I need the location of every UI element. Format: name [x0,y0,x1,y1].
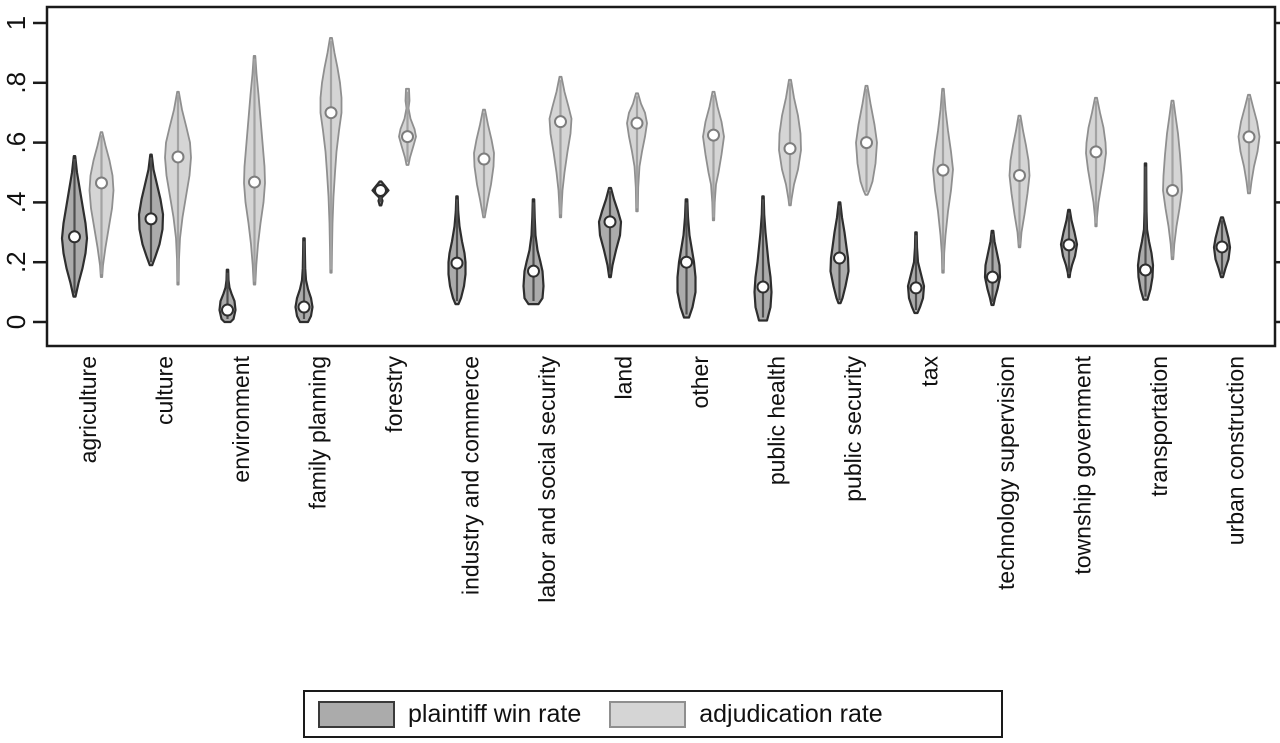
violin-plaintiff-win-rate-township-government [1059,208,1079,279]
violin-adjudication-rate-other [702,90,725,222]
median-marker [68,230,81,244]
violin-plaintiff-win-rate-urban-construction [1212,216,1232,279]
median-marker [783,142,797,156]
median-marker [936,163,950,177]
legend-swatch-adjudication-rate [609,700,687,728]
median-marker [248,175,261,189]
median-marker [909,281,923,295]
x-axis-label-township-government: township government [1070,355,1096,574]
y-axis-tick-label: 0 [1,315,31,329]
median-marker [833,251,846,265]
legend: plaintiff win rate adjudication rate [303,690,1003,738]
median-marker [1215,240,1229,254]
median-marker [756,280,770,294]
median-marker [221,303,234,317]
y-axis-tick-label: .4 [1,192,31,214]
violin-adjudication-rate-environment [243,55,266,286]
violin-plaintiff-win-rate-labor-and-social-security [522,198,545,306]
legend-swatch-plaintiff-win-rate [318,700,395,728]
median-marker [1242,130,1256,144]
median-marker [603,215,617,229]
median-marker [477,152,491,166]
median-marker [1062,238,1076,252]
violin-adjudication-rate-township-government [1085,96,1107,228]
median-marker [986,270,999,284]
x-axis-label-labor-and-social-security: labor and social security [534,356,560,603]
x-axis-label-tax: tax [917,356,943,387]
median-marker [1166,183,1179,197]
x-axis-label-industry-and-commerce: industry and commerce [458,356,484,595]
median-marker [95,176,108,190]
median-marker [401,130,414,144]
median-marker [374,183,387,197]
violin-adjudication-rate-industry-and-commerce [473,108,495,219]
x-axis-label-culture: culture [152,356,178,425]
x-axis-label-family-planning: family planning [305,356,331,509]
violin-plaintiff-win-rate-land [597,186,623,279]
violin-plaintiff-win-rate-tax [906,231,926,315]
median-marker [1013,168,1026,182]
x-axis-label-forestry: forestry [381,356,407,433]
violin-plaintiff-win-rate-transportation [1136,162,1155,301]
median-marker [1139,263,1152,277]
median-marker [680,255,693,269]
median-marker [527,264,540,278]
violin-plaintiff-win-rate-technology-supervision [983,229,1002,307]
x-axis-label-environment: environment [228,355,254,482]
violin-adjudication-rate-family-planning [319,37,343,274]
median-marker [297,300,311,314]
x-axis-label-other: other [687,356,713,409]
violin-adjudication-rate-agriculture [88,131,115,279]
y-axis-tick-label: .6 [1,132,31,154]
x-axis-label-agriculture: agriculture [75,356,101,463]
violin-adjudication-rate-technology-supervision [1008,114,1031,249]
legend-label-adjudication-rate: adjudication rate [699,699,883,728]
plot-border [45,5,1277,348]
x-axis-label-land: land [611,356,637,399]
violin-adjudication-rate-public-health [778,78,802,207]
median-marker [171,150,185,164]
x-axis-label-technology-supervision: technology supervision [993,356,1019,590]
x-axis-label-public-security: public security [840,356,866,502]
median-marker [1089,145,1103,159]
violin-plaintiff-win-rate-forestry [371,180,390,207]
violin-plaintiff-win-rate-public-health [753,195,773,322]
y-axis-tick-label: .8 [1,72,31,94]
violin-adjudication-rate-forestry [398,87,417,166]
violin-plaintiff-win-rate-industry-and-commerce [447,195,467,306]
y-axis-tick-label: .2 [1,251,31,273]
violin-plaintiff-win-rate-environment [218,268,237,324]
violin-plaintiff-win-rate-other [676,198,697,319]
violin-adjudication-rate-transportation [1162,99,1183,261]
violin-adjudication-rate-labor-and-social-security [548,75,573,219]
legend-label-plaintiff-win-rate: plaintiff win rate [408,699,582,728]
violin-adjudication-rate-public-security [855,84,878,196]
violin-adjudication-rate-culture [164,90,192,286]
median-marker [450,256,464,270]
median-marker [860,136,873,150]
y-axis-tick-label: 1 [1,16,31,30]
median-marker [707,128,720,142]
median-marker [630,116,644,130]
median-marker [554,115,567,129]
violin-plaintiff-win-rate-culture [137,153,165,267]
x-axis-label-public-health: public health [764,356,790,485]
violin-plaintiff-win-rate-agriculture [60,155,89,298]
violin-adjudication-rate-urban-construction [1237,93,1261,195]
violin-adjudication-rate-land [626,92,648,213]
violin-adjudication-rate-tax [932,87,954,274]
median-marker [324,106,338,120]
median-marker [144,212,158,226]
violin-plaintiff-win-rate-public-security [829,201,850,305]
x-axis-label-urban-construction: urban construction [1223,356,1249,545]
violin-plaintiff-win-rate-family-planning [294,237,314,324]
x-axis-label-transportation: transportation [1146,356,1172,497]
violin-chart: 0 .2 .4 .6 .8 1 agriculture culture environment f… [1,5,1280,603]
